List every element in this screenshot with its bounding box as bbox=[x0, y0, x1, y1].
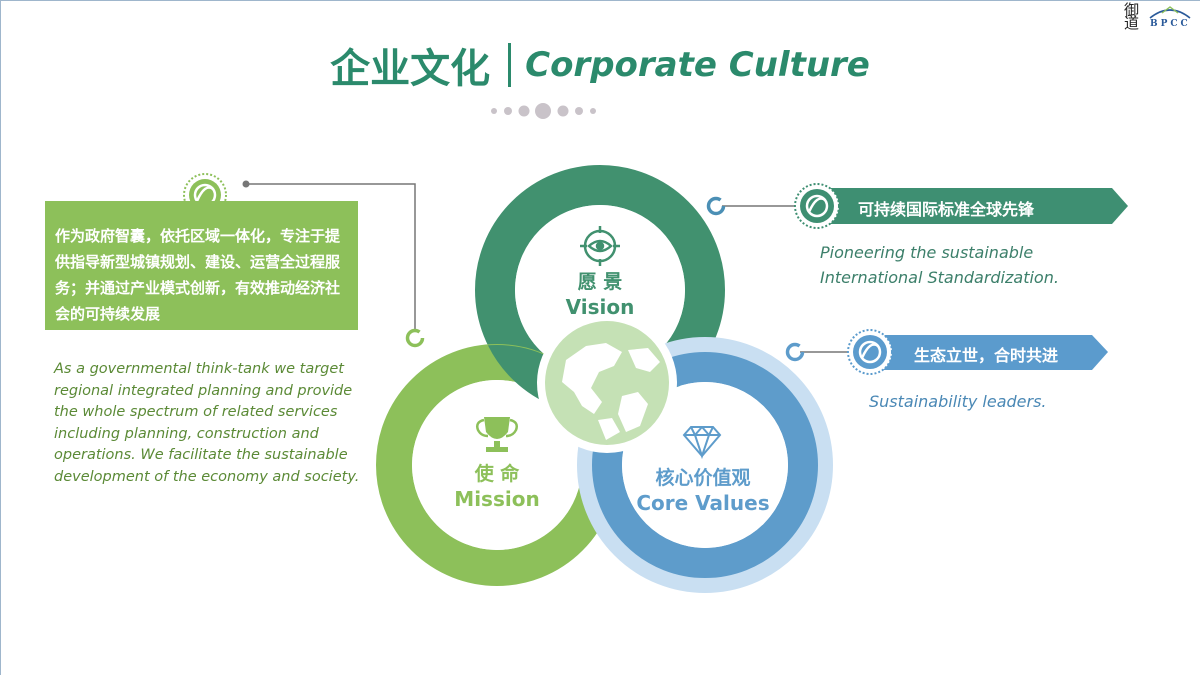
title-dot bbox=[557, 105, 569, 117]
eye-target-icon bbox=[580, 226, 620, 266]
title-dot bbox=[518, 105, 530, 117]
logo-roof-icon bbox=[1149, 6, 1191, 19]
trophy-icon bbox=[476, 417, 518, 452]
title-dot bbox=[590, 108, 596, 114]
values-label: 核心价值观 Core Values bbox=[623, 465, 783, 515]
title-dots bbox=[491, 103, 596, 119]
globe-icon bbox=[562, 343, 660, 440]
vision-label-cn: 愿 景 bbox=[577, 271, 623, 293]
mission-label-en: Mission bbox=[454, 487, 540, 511]
mission-statement-box: 作为政府智囊，依托区域一体化，专注于提供指导新型城镇规划、建设、运营全过程服务；… bbox=[45, 201, 358, 330]
connector-dot bbox=[242, 180, 250, 188]
values-label-cn: 核心价值观 bbox=[655, 467, 751, 489]
vision-callout-en: Pioneering the sustainable International… bbox=[820, 240, 1059, 290]
title-dot bbox=[504, 107, 512, 115]
vision-banner-text: 可持续国际标准全球先锋 bbox=[858, 200, 1035, 219]
values-label-en: Core Values bbox=[636, 491, 770, 515]
mission-label: 使 命 Mission bbox=[437, 461, 557, 511]
mission-statement-cn: 作为政府智囊，依托区域一体化，专注于提供指导新型城镇规划、建设、运营全过程服务；… bbox=[55, 227, 341, 323]
mission-label-cn: 使 命 bbox=[474, 463, 520, 485]
company-logo: 御道 BPCC bbox=[1124, 2, 1194, 32]
values-callout-en: Sustainability leaders. bbox=[869, 392, 1047, 411]
logo-text: BPCC bbox=[1150, 19, 1191, 29]
vision-label: 愿 景 Vision bbox=[540, 269, 660, 319]
ring-markers bbox=[405, 196, 805, 362]
title-dot bbox=[575, 107, 583, 115]
values-ring-marker bbox=[785, 342, 805, 362]
vision-callout-line1: Pioneering the sustainable bbox=[820, 243, 1034, 262]
logo-calligraphy: 御道 bbox=[1124, 1, 1140, 32]
mission-connector bbox=[246, 183, 416, 332]
mission-ring-marker bbox=[405, 328, 425, 348]
diamond-icon bbox=[682, 426, 722, 460]
vision-ring-marker bbox=[706, 196, 726, 216]
title-dot bbox=[491, 108, 497, 114]
title-chinese: 企业文化 bbox=[330, 46, 491, 92]
center-globe bbox=[537, 313, 677, 453]
mission-statement-en: As a governmental think-tank we target r… bbox=[54, 361, 360, 485]
vision-banner bbox=[794, 183, 1128, 229]
vision-callout-line2: International Standardization. bbox=[820, 268, 1059, 287]
values-banner-text: 生态立世，合时共进 bbox=[914, 346, 1059, 365]
title-divider bbox=[508, 43, 512, 87]
vision-label-en: Vision bbox=[565, 295, 635, 319]
title-english: Corporate Culture bbox=[525, 45, 870, 85]
slide-title: 企业文化 Corporate Culture bbox=[0, 36, 1200, 94]
banner-globe-icon bbox=[858, 340, 882, 364]
connector-lines bbox=[242, 180, 850, 353]
values-banner bbox=[847, 329, 1108, 375]
title-dot-active bbox=[535, 103, 551, 119]
banner-globe-icon bbox=[805, 194, 829, 218]
